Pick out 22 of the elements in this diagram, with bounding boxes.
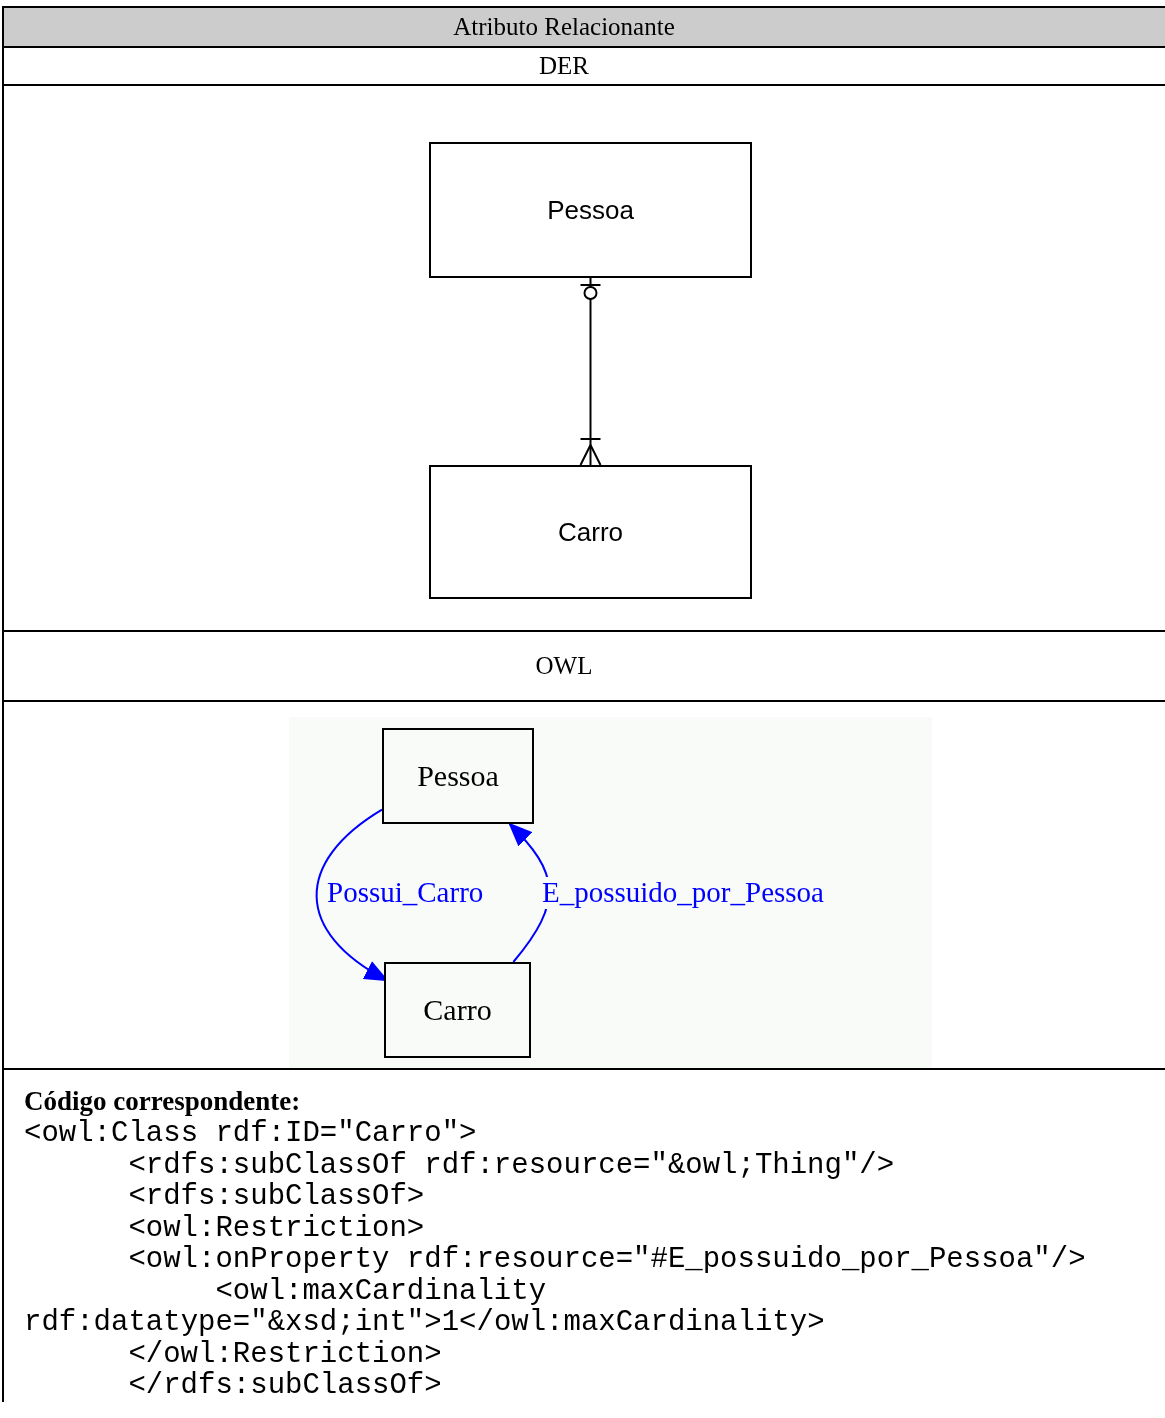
- code-line: </rdfs:subClassOf>: [127, 1370, 443, 1402]
- code-line: <owl:onProperty rdf:resource="#E_possuido_por_Pessoa"/>: [127, 1244, 1087, 1276]
- entity-box: [429, 142, 752, 278]
- code-heading: Código correspondente:: [24, 1085, 302, 1118]
- section-heading: DER: [539, 52, 589, 80]
- code-line: <owl:maxCardinality rdf:datatype="&xsd;int">1</owl:maxCardinality>: [24, 1275, 826, 1339]
- node-label: Pessoa: [547, 194, 634, 226]
- node-label: Carro: [558, 516, 623, 548]
- edge-label: E_possuido_por_Pessoa: [542, 877, 824, 909]
- section-heading: OWL: [535, 652, 593, 680]
- class-box: [382, 728, 534, 824]
- class-box: [384, 962, 531, 1058]
- node-label: Pessoa: [417, 759, 499, 793]
- node-label: Carro: [423, 993, 492, 1027]
- code-line: <rdfs:subClassOf>: [127, 1181, 426, 1213]
- code-line: <owl:Restriction>: [127, 1212, 426, 1244]
- code-line: <owl:Class rdf:ID="Carro">: [24, 1118, 478, 1150]
- code-line: <rdfs:subClassOf rdf:resource="&owl;Thing"/>: [127, 1149, 896, 1181]
- table-header: Atributo Relacionante: [4, 8, 1165, 48]
- relationship-line: [579, 277, 602, 466]
- code-line: </owl:Restriction>: [127, 1338, 443, 1370]
- entity-box: [429, 465, 752, 599]
